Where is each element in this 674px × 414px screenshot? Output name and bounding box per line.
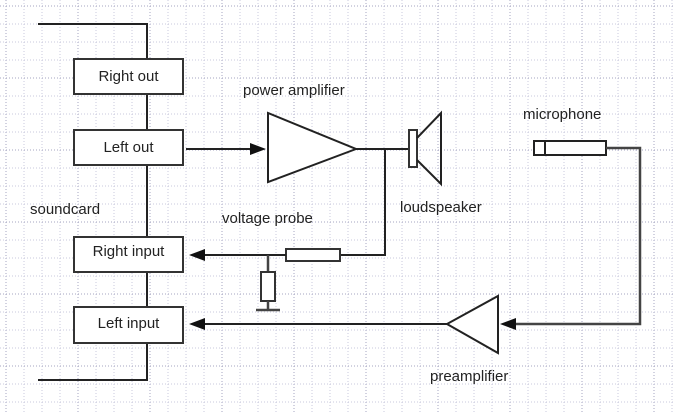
port-left-input: Left input: [73, 306, 184, 344]
voltage-probe-label: voltage probe: [222, 210, 313, 227]
loudspeaker-magnet: [408, 129, 418, 168]
port-right-out-label: Right out: [98, 68, 159, 85]
preamplifier-symbol: [444, 294, 499, 355]
arrowhead-icon: [189, 249, 205, 261]
probe-series-resistor: [285, 248, 341, 262]
power-amplifier-label: power amplifier: [243, 82, 345, 99]
arrowhead-icon: [189, 318, 205, 330]
port-right-input: Right input: [73, 236, 184, 273]
arrowhead-icon: [500, 318, 516, 330]
port-left-out: Left out: [73, 129, 184, 166]
soundcard-label: soundcard: [30, 201, 100, 218]
port-left-out-label: Left out: [103, 139, 154, 156]
port-right-input-label: Right input: [93, 243, 166, 260]
arrowhead-icon: [250, 143, 266, 155]
port-right-out: Right out: [73, 58, 184, 95]
power-amplifier-symbol: [267, 111, 359, 184]
microphone-label: microphone: [523, 106, 601, 123]
probe-shunt-resistor: [260, 271, 276, 302]
soundcard-bus: [38, 23, 148, 381]
loudspeaker-cone: [416, 110, 442, 187]
loudspeaker-label: loudspeaker: [400, 199, 482, 216]
preamplifier-label: preamplifier: [430, 368, 508, 385]
wire-mic-to-preamp: [515, 146, 642, 326]
wire-probe-tap: [341, 149, 386, 256]
port-left-input-label: Left input: [98, 315, 161, 332]
